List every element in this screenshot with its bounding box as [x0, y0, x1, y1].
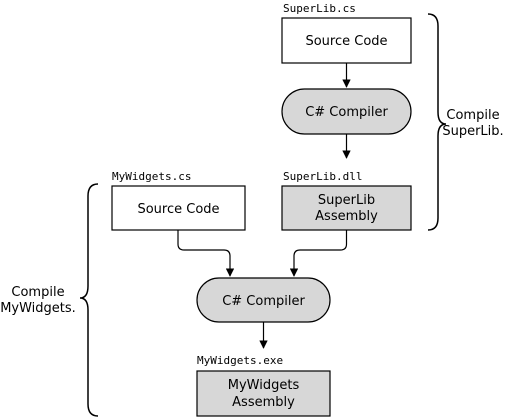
compile-superlib-label-line1: Compile [446, 108, 499, 123]
compile-mywidgets-label-line2: MyWidgets. [0, 301, 76, 316]
arrow-source-to-compiler-mywidgets [177, 230, 235, 277]
superlib-assembly-box: SuperLib Assembly [281, 185, 412, 231]
compile-superlib-brace [427, 13, 447, 231]
mywidgets-assembly-line1: MyWidgets [228, 378, 300, 393]
superlib-source-code-box: Source Code [281, 17, 412, 64]
mywidgets-csharp-compiler: C# Compiler [196, 277, 331, 323]
superlib-csharp-compiler: C# Compiler [281, 88, 412, 135]
superlib-source-code-label: Source Code [305, 34, 387, 49]
mywidgets-assembly-line2: Assembly [232, 395, 295, 410]
mywidgets-source-code-label: Source Code [137, 202, 219, 217]
superlib-dll-filename: SuperLib.dll [283, 170, 362, 183]
mywidgets-exe-filename: MyWidgets.exe [197, 354, 283, 367]
mywidgets-compiler-label: C# Compiler [222, 294, 305, 309]
compile-mywidgets-label-line1: Compile [11, 285, 64, 300]
superlib-cs-filename: SuperLib.cs [283, 2, 356, 15]
superlib-assembly-line1: SuperLib [318, 193, 375, 208]
mywidgets-cs-filename: MyWidgets.cs [112, 170, 191, 183]
compile-mywidgets-brace [79, 183, 99, 417]
arrow-superlib-assembly-to-compiler [289, 230, 348, 277]
mywidgets-source-code-box: Source Code [111, 185, 246, 231]
superlib-assembly-line2: Assembly [315, 209, 378, 224]
superlib-compiler-label: C# Compiler [305, 105, 388, 120]
mywidgets-assembly-box: MyWidgets Assembly [196, 370, 331, 417]
compile-superlib-label-line2: SuperLib. [442, 124, 503, 139]
